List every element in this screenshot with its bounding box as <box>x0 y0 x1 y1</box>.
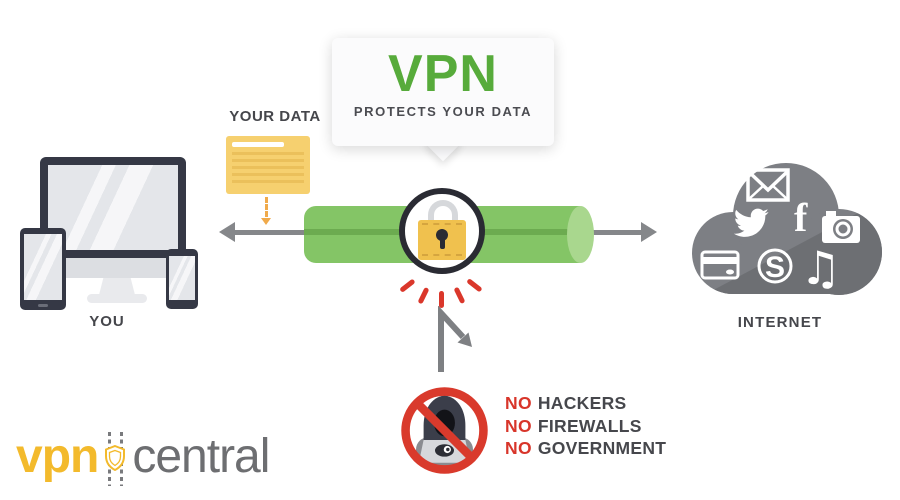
internet-label: INTERNET <box>737 314 823 331</box>
tunnel-end-cap <box>567 206 594 263</box>
padlock-texture <box>422 223 462 225</box>
right-connection-line <box>588 230 642 235</box>
logo-vpn-text: vpn <box>16 430 99 483</box>
document-text-lines <box>232 152 304 187</box>
svg-text:S: S <box>765 251 785 284</box>
brand-logo: vpn central <box>16 428 270 488</box>
keyhole-stem <box>439 237 445 249</box>
you-label: YOU <box>89 313 125 330</box>
protection-label: GOVERNMENT <box>537 438 667 458</box>
prohibition-slash <box>413 399 476 462</box>
vpn-subtitle: PROTECTS YOUR DATA <box>353 104 533 119</box>
logo-central-text: central <box>132 430 270 483</box>
document-icon <box>226 136 310 194</box>
padlock-texture <box>422 254 462 256</box>
protection-label: FIREWALLS <box>537 415 642 436</box>
facebook-icon: f <box>794 195 808 240</box>
prohibition-ring <box>401 387 488 474</box>
twitter-icon <box>733 208 769 237</box>
shield-icon <box>105 445 126 471</box>
tablet-icon <box>20 228 66 310</box>
monitor-screen <box>48 165 178 250</box>
no-prefix: NO <box>505 415 532 436</box>
vpn-title: VPN <box>388 45 498 103</box>
deflect-ray <box>453 286 465 305</box>
skype-icon: S <box>757 248 793 284</box>
music-note-icon: ♫ <box>800 241 841 295</box>
tablet-home-button <box>38 304 48 307</box>
tablet-screen <box>24 234 62 300</box>
deflect-ray <box>466 278 483 293</box>
no-prefix: NO <box>505 393 532 413</box>
desktop-monitor-icon <box>40 157 186 258</box>
deflect-ray <box>399 278 416 293</box>
credit-card-icon <box>700 250 740 280</box>
right-arrowhead-icon <box>641 222 657 242</box>
data-down-arrow <box>265 197 268 217</box>
keyhole-icon <box>436 229 448 241</box>
left-connection-line <box>234 230 308 235</box>
deflect-ray <box>439 291 444 308</box>
document-title-bar <box>232 142 284 147</box>
monitor-stand-neck <box>99 278 135 295</box>
padlock-body <box>418 220 466 260</box>
phone-icon <box>166 249 198 309</box>
speech-bubble: VPN PROTECTS YOUR DATA <box>332 38 554 146</box>
logo-separator <box>100 428 130 488</box>
monitor-chin <box>48 258 178 278</box>
deflect-ray <box>417 286 429 305</box>
email-icon <box>746 168 790 202</box>
left-arrowhead-icon <box>219 222 235 242</box>
deflected-attack-arrow-icon <box>438 306 472 372</box>
phone-screen <box>169 256 195 300</box>
camera-icon <box>822 211 860 243</box>
padlock-shackle <box>428 200 458 226</box>
no-hacker-icon <box>401 387 488 474</box>
padlock-badge <box>399 188 485 274</box>
monitor-stand-base <box>87 294 147 303</box>
no-prefix: NO <box>505 438 532 458</box>
protection-label: HACKERS <box>537 393 627 413</box>
your-data-label: YOUR DATA <box>229 108 321 125</box>
data-down-arrowhead <box>261 218 271 225</box>
internet-cloud: f S ♫ <box>692 163 882 295</box>
